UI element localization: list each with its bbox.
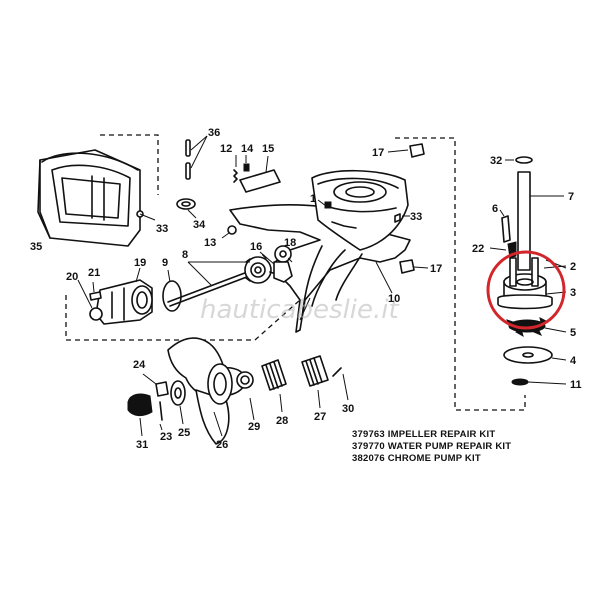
part-17-plug-lower	[399, 259, 429, 274]
part-27-bearing	[301, 355, 329, 409]
callout-20: 20	[66, 271, 78, 283]
part-17-plug-upper	[387, 143, 425, 158]
part-34-washer	[176, 198, 197, 219]
part-29-bushing	[236, 371, 255, 421]
callout-22: 22	[472, 243, 484, 255]
dashed-guide-middle	[65, 295, 301, 341]
callout-27: 27	[314, 411, 326, 423]
callout-labels: 1 2 3 4 5 6 7 8 9 10 11 12 13 14 15 16 1…	[30, 127, 582, 451]
callout-18: 18	[284, 237, 296, 249]
part-7-water-tube	[517, 171, 564, 271]
callout-4: 4	[570, 355, 577, 367]
callout-32: 32	[490, 155, 502, 167]
callout-17-upper: 17	[372, 147, 384, 159]
dashed-guide-right	[395, 137, 526, 411]
part-11-gasket	[511, 378, 567, 386]
part-9-o-ring	[162, 269, 182, 312]
callout-34: 34	[193, 219, 206, 231]
callout-23: 23	[160, 431, 172, 443]
callout-36: 36	[208, 127, 220, 139]
callout-11: 11	[570, 379, 582, 391]
callout-35: 35	[30, 241, 42, 253]
part-8-shaft-gear	[167, 254, 274, 307]
callout-31: 31	[136, 439, 148, 451]
part-12-spring	[233, 155, 238, 183]
part-28-bearing	[261, 359, 287, 413]
callout-21: 21	[88, 267, 100, 279]
callout-14: 14	[241, 143, 254, 155]
callout-9: 9	[162, 257, 168, 269]
part-4-plate	[503, 346, 567, 364]
part-31-nose-cone	[127, 393, 153, 437]
callout-1: 1	[310, 193, 316, 205]
callout-29: 29	[248, 421, 260, 433]
callout-24: 24	[133, 359, 146, 371]
part-15-plate	[239, 155, 281, 193]
part-23-cotter-pin	[159, 401, 163, 431]
part-6-pin	[499, 209, 511, 243]
callout-28: 28	[276, 415, 288, 427]
callout-7: 7	[568, 191, 574, 203]
part-13-bolt	[221, 225, 237, 239]
callout-3: 3	[570, 287, 576, 299]
part-30-pin	[332, 367, 349, 401]
callout-5: 5	[570, 327, 576, 339]
part-26-propeller	[167, 337, 247, 445]
part-24-nut	[142, 373, 169, 397]
part-3-pump-housing	[497, 257, 567, 310]
part-25-thrust-washer	[170, 380, 186, 425]
part-10-leader	[299, 297, 311, 321]
part-19-bearing-carrier	[95, 267, 153, 325]
callout-16: 16	[250, 241, 262, 253]
callout-6: 6	[492, 203, 498, 215]
dashed-guide-upper-left	[100, 134, 159, 195]
kit-list: 379763 IMPELLER REPAIR KIT 379770 WATER …	[352, 429, 511, 464]
part-14-screw	[243, 155, 250, 172]
part-18-gear	[274, 245, 293, 263]
highlight-circle	[486, 250, 566, 330]
part-32-o-ring	[505, 156, 533, 164]
callout-33-right: 33	[410, 211, 422, 223]
callout-30: 30	[342, 403, 354, 415]
part-20-bolt	[77, 279, 103, 321]
callout-10: 10	[388, 293, 400, 305]
part-16-pinion	[259, 251, 293, 283]
callout-17-lower: 17	[430, 263, 442, 275]
callout-33-left: 33	[156, 223, 168, 235]
part-21-screw	[89, 281, 102, 301]
callout-2: 2	[570, 261, 576, 273]
callout-19: 19	[134, 257, 146, 269]
callout-8: 8	[182, 249, 188, 261]
kit-line-3: 382076 CHROME PUMP KIT	[352, 453, 481, 464]
watermark-text: hauticabeslie.it	[200, 295, 400, 325]
callout-12: 12	[220, 143, 232, 155]
callout-15: 15	[262, 143, 274, 155]
kit-line-2: 379770 WATER PUMP REPAIR KIT	[352, 441, 511, 452]
callout-26: 26	[216, 439, 228, 451]
kit-line-1: 379763 IMPELLER REPAIR KIT	[352, 429, 495, 440]
part-36-pins	[185, 135, 208, 180]
part-35-housing	[37, 149, 156, 247]
callout-25: 25	[178, 427, 190, 439]
callout-13: 13	[204, 237, 216, 249]
